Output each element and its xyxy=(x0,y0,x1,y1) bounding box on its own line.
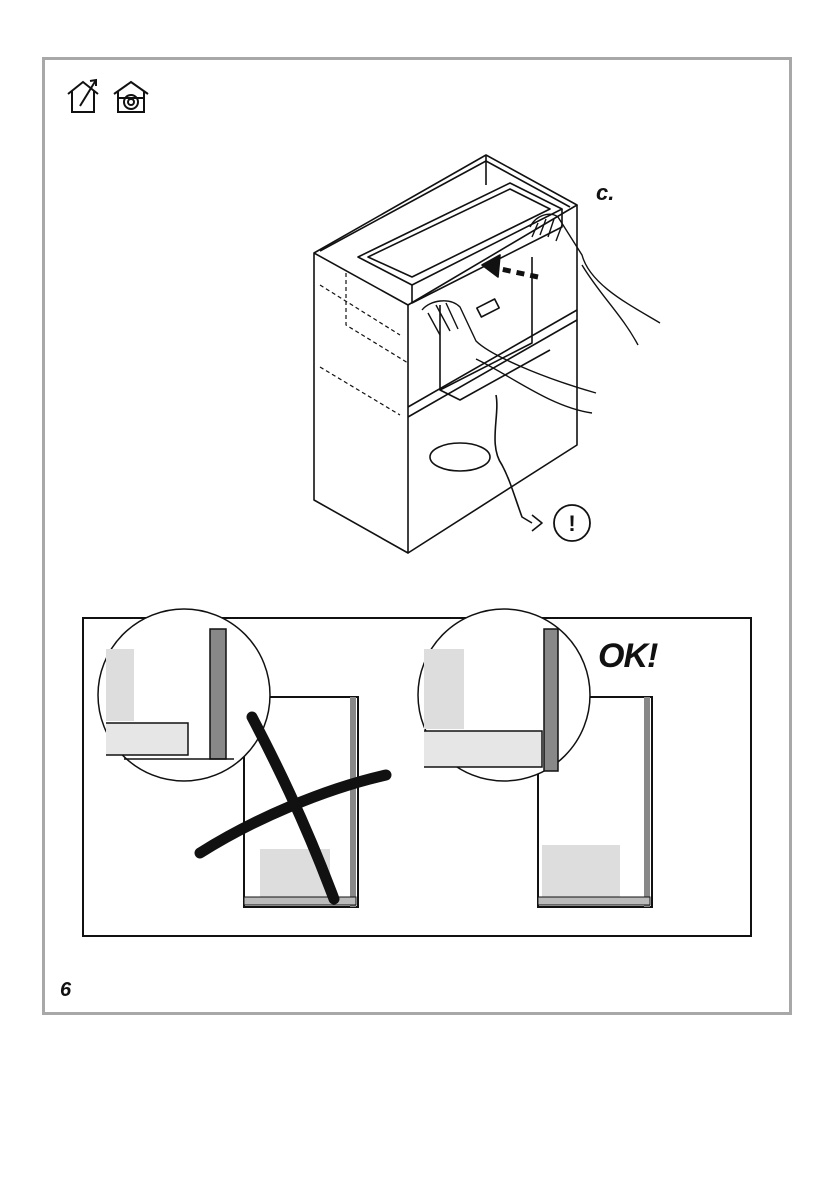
svg-text:!: ! xyxy=(568,511,575,536)
left-hand xyxy=(422,301,596,413)
cabinet-installation-illustration: ! xyxy=(300,145,680,560)
cabinet-shelf xyxy=(408,310,577,407)
hood-body xyxy=(440,257,532,390)
wrong-installation xyxy=(98,609,386,907)
cabinet-top xyxy=(314,155,577,305)
step-label: c. xyxy=(596,180,614,206)
page-number: 6 xyxy=(60,979,71,1002)
comparison-panel: OK! xyxy=(82,617,752,937)
correct-ok-label: OK! xyxy=(598,637,657,676)
header-icons xyxy=(66,78,156,116)
power-cable xyxy=(495,395,532,523)
duct-opening xyxy=(430,443,490,471)
ventilation-outdoor-icon xyxy=(68,80,98,112)
warning-icon: ! xyxy=(554,505,590,541)
recirculation-icon xyxy=(114,82,148,112)
cabinet-left-side xyxy=(314,253,408,553)
